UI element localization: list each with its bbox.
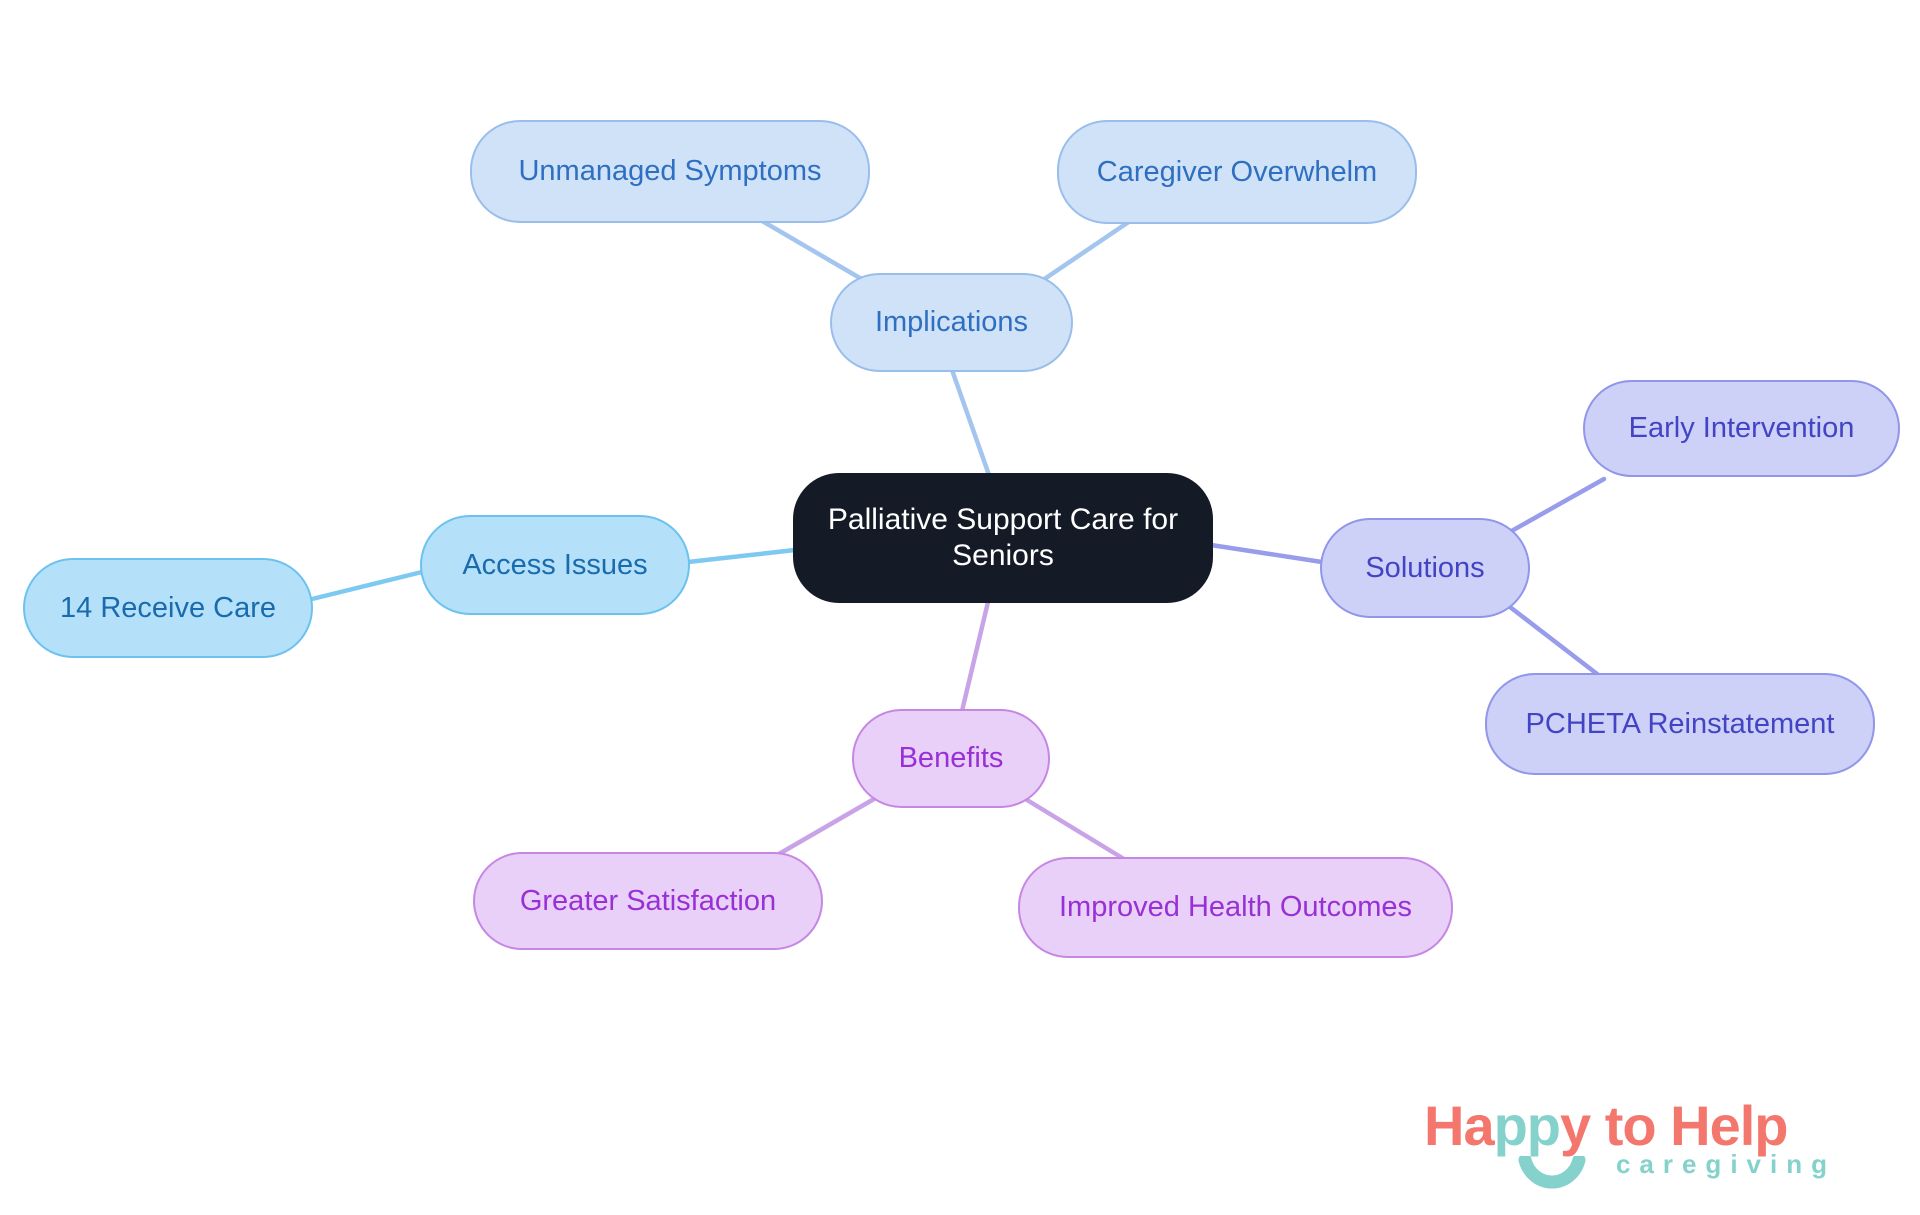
edge-caregiver-implications: [1037, 216, 1136, 285]
node-benefits[interactable]: Benefits: [852, 709, 1050, 808]
edge-access-receive: [305, 569, 425, 603]
node-caregiver-overwhelm[interactable]: Caregiver Overwhelm: [1057, 120, 1417, 224]
edge-solutions-pcheta: [1507, 604, 1604, 680]
node-unmanaged-symptoms[interactable]: Unmanaged Symptoms: [470, 120, 870, 223]
smile-icon: [1518, 1156, 1586, 1189]
logo-part-coral-1: Ha: [1424, 1094, 1495, 1157]
node-central-topic[interactable]: Palliative Support Care for Seniors: [793, 473, 1213, 603]
node-pcheta-reinstatement[interactable]: PCHETA Reinstatement: [1485, 673, 1875, 775]
node-access-issues[interactable]: Access Issues: [420, 515, 690, 615]
happy-to-help-logo: Happy to Help caregiving: [1424, 1098, 1876, 1189]
node-greater-satisfaction[interactable]: Greater Satisfaction: [473, 852, 823, 950]
logo-part-coral-2: y to Help: [1560, 1094, 1788, 1157]
edge-benefits-greater: [769, 796, 877, 861]
edge-central-benefits: [959, 599, 991, 714]
edge-implications-central: [949, 367, 992, 478]
edge-central-access: [685, 547, 798, 565]
logo-subtitle: caregiving: [1615, 1149, 1836, 1179]
edge-benefits-improved: [1024, 797, 1127, 862]
node-improved-health-outcomes[interactable]: Improved Health Outcomes: [1018, 857, 1453, 958]
node-solutions[interactable]: Solutions: [1320, 518, 1530, 618]
node-implications[interactable]: Implications: [830, 273, 1073, 372]
logo-part-teal: pp: [1493, 1094, 1561, 1157]
edge-solutions-early: [1505, 476, 1607, 536]
logo-wordmark: Happy to Help: [1424, 1098, 1876, 1154]
edge-unmanaged-implications: [754, 215, 868, 284]
node-early-intervention[interactable]: Early Intervention: [1583, 380, 1900, 477]
node-14-receive-care[interactable]: 14 Receive Care: [23, 558, 313, 658]
edge-central-solutions: [1208, 542, 1325, 565]
